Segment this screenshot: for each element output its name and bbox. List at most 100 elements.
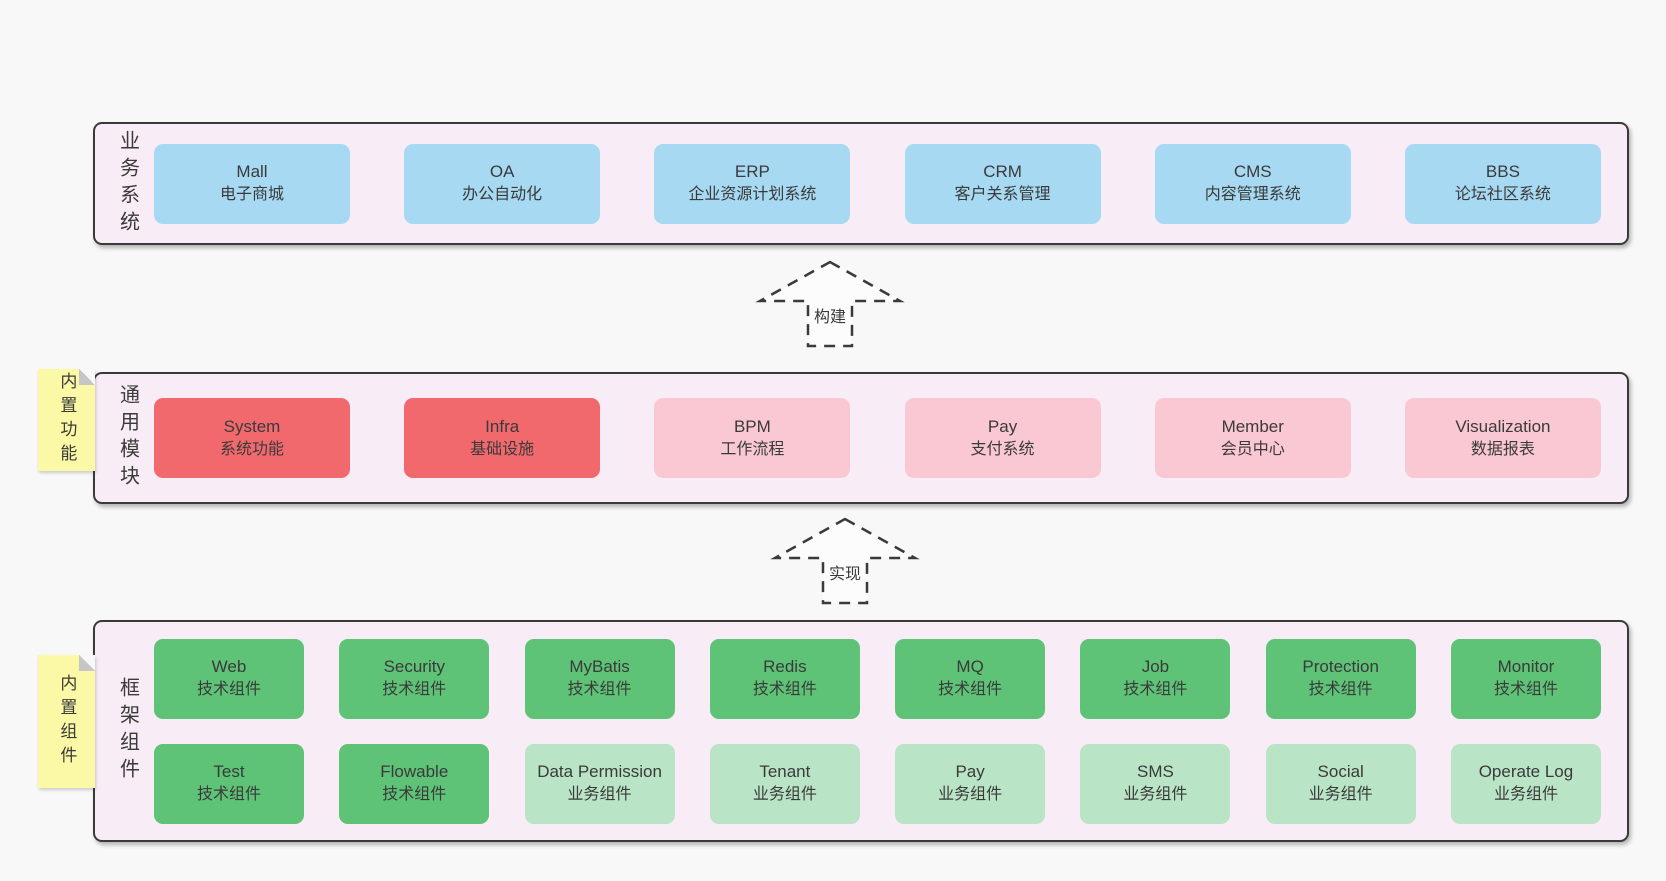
- band-components-label-text: 框架组件: [116, 677, 139, 785]
- box-title: Web: [211, 657, 247, 677]
- box-subtitle: 客户关系管理: [954, 186, 1051, 204]
- box-system: System 系统功能: [154, 398, 350, 478]
- box-pay-module: Pay 支付系统: [904, 398, 1101, 478]
- box-title: Member: [1221, 416, 1284, 436]
- box-title: System: [223, 416, 281, 436]
- box-title: Redis: [763, 657, 807, 677]
- box-title: OA: [489, 162, 515, 182]
- box-subtitle: 基础设施: [470, 440, 535, 458]
- box-subtitle: 支付系统: [970, 440, 1035, 458]
- box-subtitle: 业务组件: [1308, 786, 1373, 804]
- box-subtitle: 业务组件: [1493, 786, 1558, 804]
- box-subtitle: 业务组件: [1123, 786, 1188, 804]
- box-title: Mall: [236, 162, 268, 182]
- box-monitor: Monitor 技术组件: [1450, 638, 1601, 719]
- box-subtitle: 内容管理系统: [1204, 186, 1301, 204]
- box-mq: MQ 技术组件: [895, 638, 1046, 719]
- box-subtitle: 技术组件: [1123, 681, 1188, 699]
- box-subtitle: 技术组件: [938, 681, 1003, 699]
- box-subtitle: 技术组件: [382, 681, 447, 699]
- box-title: Operate Log: [1478, 762, 1574, 782]
- box-subtitle: 技术组件: [567, 681, 632, 699]
- band-business-systems: 业务系统 Mall 电子商城 OA 办公自动化 ERP 企业资源计划系统 CRM…: [93, 122, 1629, 245]
- band-business-label: 业务系统: [105, 124, 149, 243]
- box-title: Pay: [987, 416, 1018, 436]
- box-subtitle: 论坛社区系统: [1454, 186, 1551, 204]
- box-title: BBS: [1485, 162, 1520, 182]
- box-title: Pay: [955, 762, 985, 782]
- box-title: Test: [213, 762, 245, 782]
- box-subtitle: 业务组件: [752, 786, 817, 804]
- business-boxes-row: Mall 电子商城 OA 办公自动化 ERP 企业资源计划系统 CRM 客户关系…: [154, 124, 1601, 243]
- build-arrow: 构建: [755, 259, 905, 349]
- components-row-1: Web 技术组件 Security 技术组件 MyBatis 技术组件 Redi…: [154, 638, 1601, 719]
- box-bpm: BPM 工作流程: [654, 398, 851, 478]
- box-pay-component: Pay 业务组件: [895, 743, 1046, 824]
- box-title: MQ: [956, 657, 984, 677]
- box-subtitle: 业务组件: [567, 786, 632, 804]
- band-modules-label-text: 通用模块: [116, 384, 139, 492]
- box-flowable: Flowable 技术组件: [339, 743, 490, 824]
- box-subtitle: 企业资源计划系统: [688, 186, 817, 204]
- box-title: Security: [383, 657, 445, 677]
- box-visualization: Visualization 数据报表: [1404, 398, 1601, 478]
- box-subtitle: 会员中心: [1220, 440, 1285, 458]
- box-crm: CRM 客户关系管理: [904, 143, 1101, 224]
- box-job: Job 技术组件: [1080, 638, 1231, 719]
- band-common-modules: 通用模块 System 系统功能 Infra 基础设施 BPM 工作流程 Pay…: [93, 372, 1629, 504]
- box-title: Job: [1141, 657, 1170, 677]
- box-erp: ERP 企业资源计划系统: [654, 143, 851, 224]
- box-subtitle: 数据报表: [1470, 440, 1535, 458]
- box-redis: Redis 技术组件: [709, 638, 860, 719]
- box-mybatis: MyBatis 技术组件: [524, 638, 675, 719]
- box-infra: Infra 基础设施: [404, 398, 601, 478]
- box-subtitle: 电子商城: [219, 186, 284, 204]
- box-protection: Protection 技术组件: [1265, 638, 1416, 719]
- box-subtitle: 技术组件: [196, 681, 261, 699]
- box-subtitle: 技术组件: [196, 786, 261, 804]
- modules-boxes-row: System 系统功能 Infra 基础设施 BPM 工作流程 Pay 支付系统…: [154, 374, 1601, 502]
- box-cms: CMS 内容管理系统: [1154, 143, 1351, 224]
- build-arrow-label: 构建: [810, 303, 850, 327]
- box-oa: OA 办公自动化: [404, 143, 601, 224]
- box-title: Flowable: [380, 762, 449, 782]
- box-subtitle: 系统功能: [219, 440, 284, 458]
- box-web: Web 技术组件: [154, 638, 304, 719]
- band-modules-label: 通用模块: [105, 374, 149, 502]
- box-bbs: BBS 论坛社区系统: [1404, 143, 1601, 224]
- box-subtitle: 技术组件: [382, 786, 447, 804]
- box-subtitle: 技术组件: [752, 681, 817, 699]
- sticky-note-built-in-features: 内置功能: [38, 369, 95, 471]
- box-member: Member 会员中心: [1154, 398, 1351, 478]
- box-title: CRM: [983, 162, 1022, 182]
- sticky-note-text: 内置功能: [57, 372, 77, 468]
- box-security: Security 技术组件: [339, 638, 490, 719]
- components-boxes-grid: Web 技术组件 Security 技术组件 MyBatis 技术组件 Redi…: [154, 622, 1601, 840]
- box-title: MyBatis: [569, 657, 630, 677]
- box-title: Protection: [1302, 657, 1379, 677]
- box-title: Data Permission: [537, 762, 662, 782]
- box-sms: SMS 业务组件: [1080, 743, 1231, 824]
- box-title: CMS: [1233, 162, 1272, 182]
- band-framework-components: 框架组件 Web 技术组件 Security 技术组件 MyBatis 技术组件…: [93, 620, 1629, 842]
- box-tenant: Tenant 业务组件: [709, 743, 860, 824]
- box-social: Social 业务组件: [1265, 743, 1416, 824]
- box-data-permission: Data Permission 业务组件: [524, 743, 675, 824]
- box-subtitle: 技术组件: [1493, 681, 1558, 699]
- box-title: BPM: [733, 416, 771, 436]
- sticky-note-text: 内置组件: [57, 673, 77, 770]
- box-title: Infra: [485, 416, 520, 436]
- components-row-2: Test 技术组件 Flowable 技术组件 Data Permission …: [154, 743, 1601, 824]
- box-subtitle: 办公自动化: [462, 186, 543, 204]
- box-title: Monitor: [1497, 657, 1555, 677]
- box-mall: Mall 电子商城: [154, 143, 350, 224]
- box-subtitle: 技术组件: [1308, 681, 1373, 699]
- sticky-note-built-in-components: 内置组件: [38, 655, 95, 788]
- box-title: Social: [1317, 762, 1364, 782]
- box-test: Test 技术组件: [154, 743, 304, 824]
- band-components-label: 框架组件: [105, 622, 149, 840]
- box-title: ERP: [734, 162, 770, 182]
- implement-arrow: 实现: [770, 516, 920, 606]
- box-title: SMS: [1136, 762, 1174, 782]
